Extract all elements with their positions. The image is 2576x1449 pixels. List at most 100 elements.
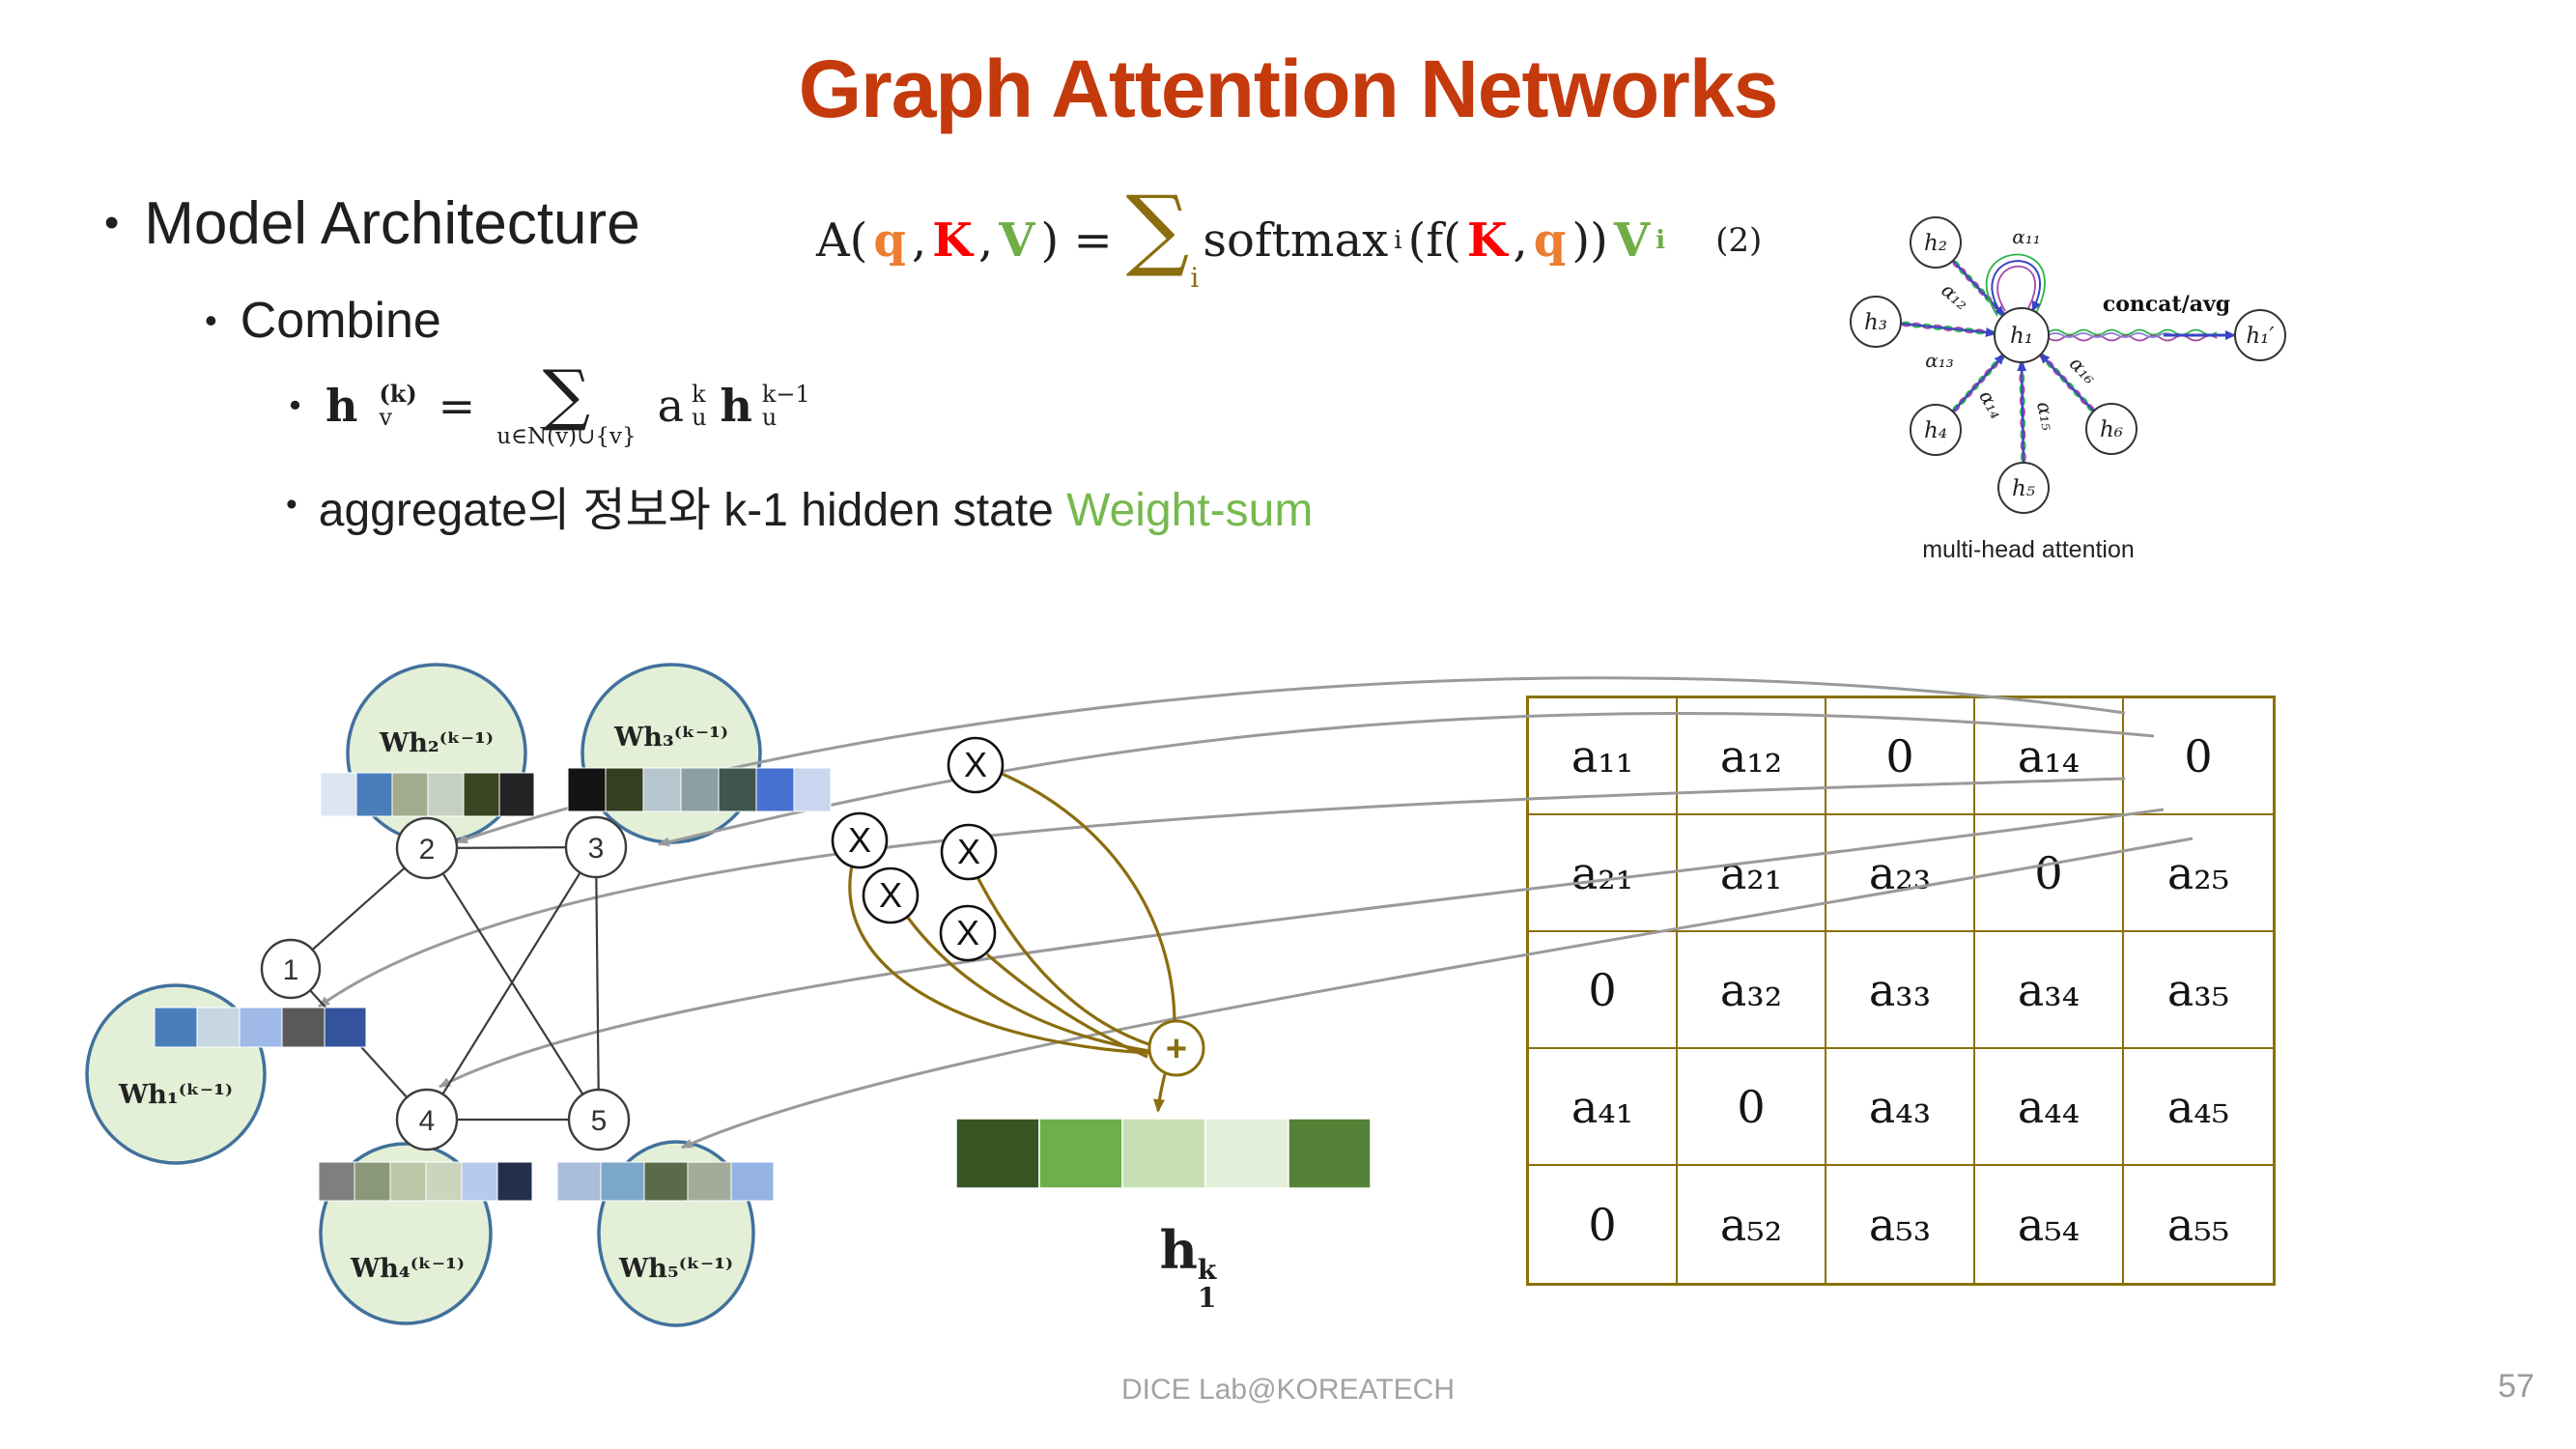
- bullet-icon: •: [286, 487, 297, 523]
- bar-cell: [755, 767, 795, 812]
- summation-symbol: ∑ i: [1125, 177, 1200, 295]
- formula-h-supsub: (k)v: [379, 381, 417, 432]
- wh5-circle: [597, 1140, 755, 1327]
- matrix-cell: a₄₄: [1975, 1049, 2124, 1166]
- svg-text:h₃: h₃: [1864, 310, 1887, 335]
- matrix-cell: a₄₃: [1826, 1049, 1975, 1166]
- matrix-cell: a₅₅: [2166, 1198, 2230, 1251]
- svg-text:1: 1: [283, 954, 299, 986]
- matrix-cell: 0: [1678, 1049, 1826, 1166]
- formula-h-h2: h: [720, 380, 752, 433]
- matrix-cell: a₂₅: [2124, 815, 2273, 932]
- multiply-nodes: X X X X X: [831, 736, 1005, 962]
- svg-text:h₆: h₆: [2100, 417, 2123, 442]
- wh1-circle: [85, 983, 267, 1165]
- wh5-label: Wh₅⁽ᵏ⁻¹⁾: [618, 1254, 733, 1284]
- bar-cell: [605, 767, 644, 812]
- matrix-cell: a₅₃: [1826, 1166, 1975, 1283]
- bullet-model-architecture-label: Model Architecture: [144, 190, 640, 257]
- page-number: 57: [2498, 1368, 2534, 1405]
- formula-h-sum: ∑ u∈N(v)∪{v}: [496, 356, 637, 450]
- bar-cell: [642, 767, 682, 812]
- bar-cell: [718, 767, 757, 812]
- bar-cell: [680, 767, 720, 812]
- bar-cell: [391, 772, 429, 817]
- bullet-combine-label: Combine: [240, 293, 441, 349]
- wh2-circle: [346, 663, 527, 844]
- matrix-cell: a₅₄: [1975, 1166, 2124, 1283]
- node-circle: [395, 1088, 459, 1151]
- feature-bar-h2: [320, 772, 535, 817]
- bar-cell: [461, 1161, 498, 1202]
- svg-text:h₅: h₅: [2012, 476, 2035, 501]
- bullet-model-architecture: • Model Architecture: [104, 189, 640, 258]
- matrix-cell: a₃₅: [2124, 932, 2273, 1049]
- wh1-label: Wh₁⁽ᵏ⁻¹⁾: [118, 1080, 233, 1110]
- bar-cell: [281, 1007, 326, 1048]
- equals-sign: =: [438, 380, 476, 433]
- page-title: Graph Attention Networks: [798, 43, 1779, 134]
- matrix-cell: a₃₂: [1678, 932, 1826, 1049]
- bar-cell: [154, 1007, 198, 1048]
- equation-number: (2): [1715, 220, 1763, 260]
- node-circle: [260, 938, 322, 1000]
- sum-node: +: [1147, 1019, 1205, 1077]
- head-node-h6: [2085, 403, 2137, 455]
- multiply-circle: [939, 904, 997, 962]
- multiply-icon: X: [957, 832, 980, 871]
- head-node-h1: [1994, 307, 2050, 363]
- wh3-label: Wh₃⁽ᵏ⁻¹⁾: [613, 723, 728, 753]
- matrix-cell: a₁₂: [1678, 698, 1826, 815]
- head-node-h4: [1910, 404, 1962, 456]
- vector-cell: [1038, 1118, 1123, 1189]
- wh3-circle: [580, 663, 762, 844]
- matrix-cell: a₄₁: [1529, 1049, 1678, 1166]
- graph-edges: [290, 845, 601, 1122]
- multiply-circle: [862, 867, 920, 924]
- bar-cell: [196, 1007, 241, 1048]
- sum-circle: [1147, 1019, 1205, 1077]
- matrix-cell: a₄₅: [2124, 1049, 2273, 1166]
- matrix-cell: 0: [1529, 932, 1678, 1049]
- matrix-cell: a₁₁: [1529, 698, 1678, 815]
- bar-cell: [463, 772, 500, 817]
- bar-cell: [793, 767, 832, 812]
- wh4-circle: [319, 1142, 493, 1325]
- bar-cell: [567, 767, 607, 812]
- matrix-cell: a₃₃: [1826, 932, 1975, 1049]
- head-node-h2: [1910, 216, 1962, 269]
- bar-cell: [239, 1007, 283, 1048]
- bullet-icon: •: [104, 200, 120, 246]
- head-node-h3: [1850, 296, 1902, 348]
- svg-text:h₄: h₄: [1924, 418, 1947, 443]
- svg-text:h₁′: h₁′: [2246, 324, 2275, 349]
- bar-cell: [556, 1161, 602, 1202]
- bar-cell: [427, 772, 465, 817]
- bar-cell: [498, 772, 535, 817]
- output-vector: [955, 1118, 1372, 1189]
- formula-h-base: h: [326, 380, 358, 433]
- matrix-cell: a₂₁: [1529, 815, 1678, 932]
- feature-bar-h1: [154, 1007, 367, 1048]
- svg-text:h₁: h₁: [2010, 324, 2033, 349]
- svg-text:5: 5: [591, 1105, 608, 1137]
- alpha-label: α₁₅: [2032, 400, 2061, 433]
- wh-labels: Wh₁⁽ᵏ⁻¹⁾ Wh₂⁽ᵏ⁻¹⁾ Wh₃⁽ᵏ⁻¹⁾ Wh₄⁽ᵏ⁻¹⁾ Wh₅⁽…: [118, 723, 733, 1284]
- formula-h-a: a: [657, 380, 685, 433]
- bar-cell: [425, 1161, 463, 1202]
- multiply-circle: [947, 736, 1005, 794]
- bar-cell: [355, 772, 393, 817]
- matrix-cell: 0: [1975, 815, 2124, 932]
- svg-text:2: 2: [419, 834, 436, 866]
- bar-cell: [354, 1161, 391, 1202]
- head-node-h5: [1997, 462, 2050, 514]
- head-node-h1-out: [2234, 309, 2286, 361]
- matrix-cell: a₂₁: [1678, 815, 1826, 932]
- alpha-label: α₁₂: [1937, 278, 1973, 314]
- alpha-label: α₁₄: [1974, 386, 2009, 423]
